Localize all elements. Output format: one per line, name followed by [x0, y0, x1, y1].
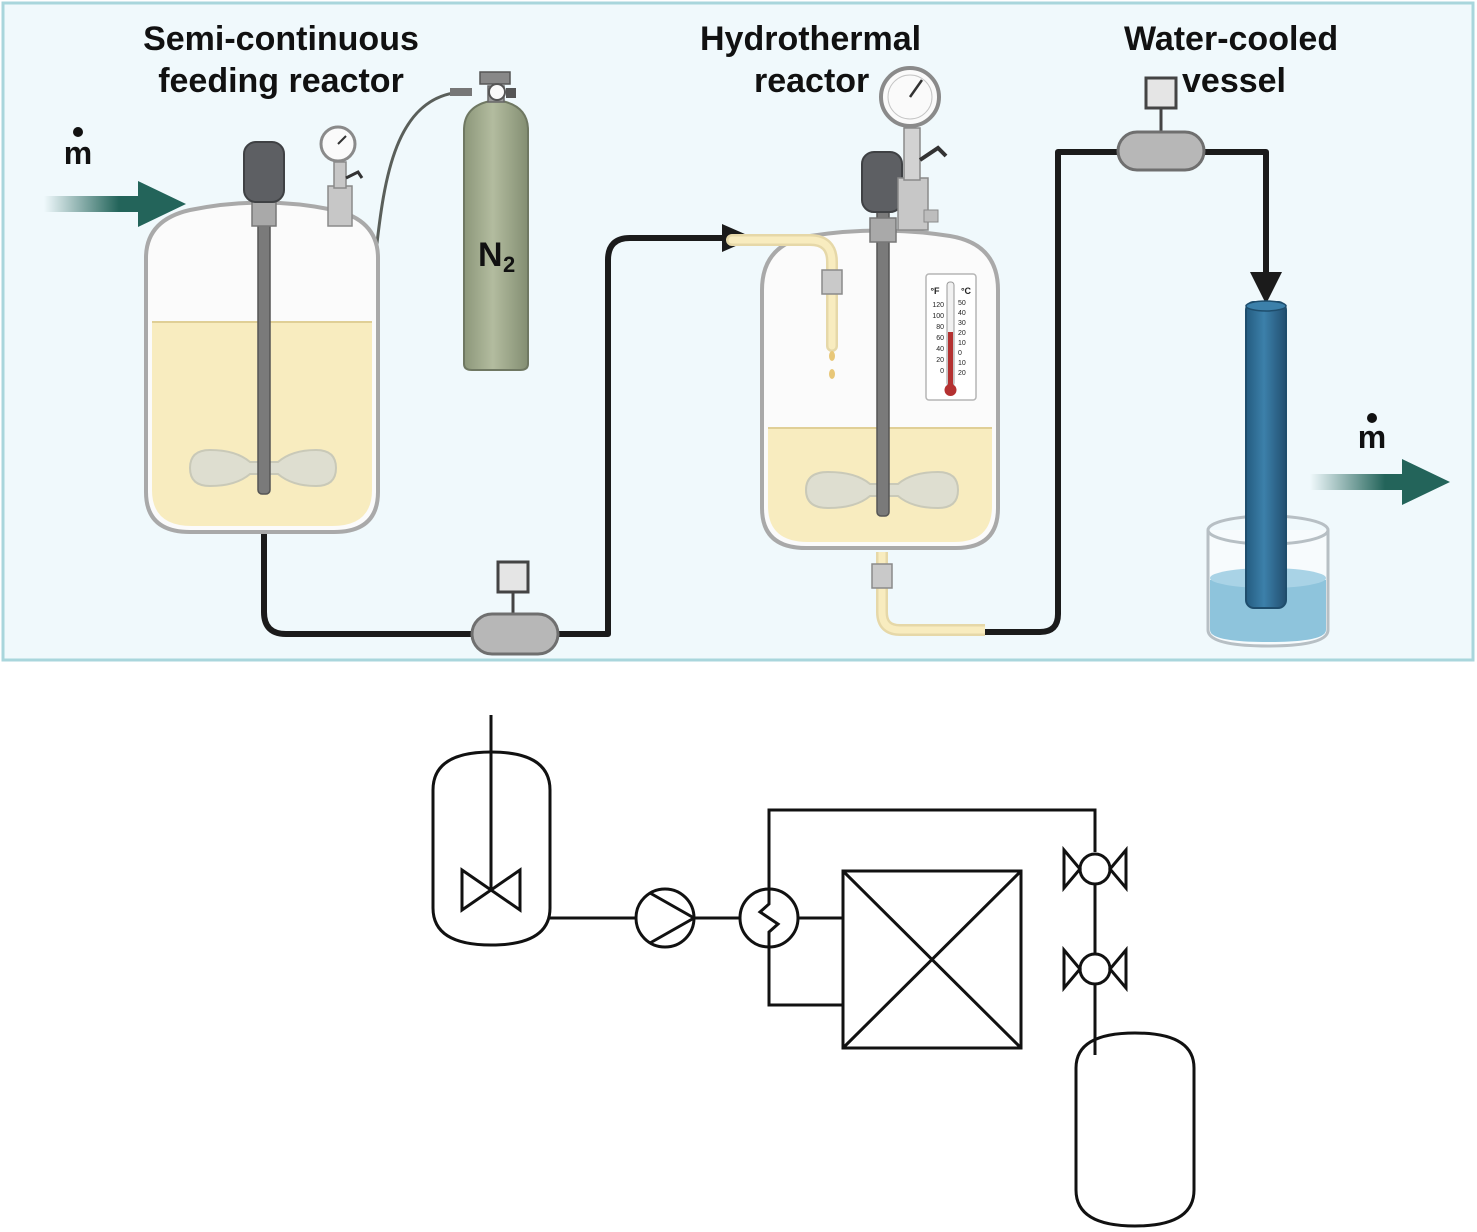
water-cooled-vessel-label-line2: vessel: [1182, 62, 1286, 100]
thermometer-f-tick: 120: [932, 302, 944, 309]
mass-flow-inlet-arrow: [44, 181, 186, 227]
thermometer-f-tick: 60: [936, 335, 944, 342]
schematic-heat-exchanger: [738, 887, 800, 949]
gas-hose: [374, 90, 463, 253]
mass-flow-inlet-dot: [73, 127, 83, 137]
thermometer-c-tick: 0: [958, 350, 962, 357]
hydrothermal-motor: [861, 151, 903, 213]
pipework: [261, 149, 1269, 637]
feeding-reactor: [144, 125, 380, 534]
thermometer: °F °C 120 100 80 60 40 20 0 50 40 30 20 …: [925, 273, 977, 401]
cylinder-regulator-gauge: [488, 83, 506, 101]
water-cooled-vessel: [1206, 300, 1330, 648]
water-cooled-vessel-label-line1: Water-cooled: [1124, 20, 1339, 58]
feed-pump: [470, 560, 560, 656]
hydrothermal-reactor-label-line2: reactor: [754, 62, 870, 100]
gas-symbol: N: [478, 236, 503, 274]
thermometer-f-tick: 0: [940, 368, 944, 375]
thermometer-c-label: °C: [961, 286, 972, 296]
thermometer-f-label: °F: [930, 286, 940, 296]
thermometer-c-tick: 40: [958, 310, 966, 317]
process-illustration: m N 2: [1, 1, 1475, 662]
hydrothermal-reactor-label: Hydrothermal reactor: [682, 18, 944, 102]
thermometer-f-tick: 40: [936, 346, 944, 353]
thermometer-c-tick: 10: [958, 360, 966, 367]
schematic-valve-2: [1078, 952, 1112, 986]
gas-subscript: 2: [503, 252, 515, 277]
thermometer-f-tick: 80: [936, 324, 944, 331]
feeding-reactor-label-line2: feeding reactor: [158, 62, 404, 100]
thermometer-c-tick: 30: [958, 320, 966, 327]
outlet-pump: [1116, 76, 1206, 172]
water-cooled-vessel-label: Water-cooled vessel: [1110, 18, 1360, 102]
schematic-agitator-blades: [460, 867, 522, 913]
flow-arrowhead-column: [1250, 272, 1282, 304]
feeding-reactor-label: Semi-continuous feeding reactor: [120, 18, 442, 102]
mass-flow-outlet-label: m: [1358, 419, 1386, 455]
thermometer-c-tick: 20: [958, 330, 966, 337]
cooling-column: [1245, 301, 1287, 609]
feeding-reactor-label-line1: Semi-continuous: [143, 20, 419, 58]
hydrothermal-reactor-label-line1: Hydrothermal: [700, 20, 922, 58]
mass-flow-outlet-arrow: [1310, 459, 1450, 505]
thermometer-f-tick: 20: [936, 357, 944, 364]
nitrogen-cylinder: N 2: [450, 71, 529, 371]
schematic-stirred-tank: [431, 750, 552, 947]
schematic-receiver-vessel: [1074, 1031, 1196, 1228]
thermometer-f-tick: 100: [932, 313, 944, 320]
schematic-reactor: [841, 869, 1023, 1050]
feeding-motor: [243, 141, 285, 203]
mass-flow-outlet-dot: [1367, 413, 1377, 423]
thermometer-c-tick: 10: [958, 340, 966, 347]
thermometer-c-tick: 50: [958, 300, 966, 307]
mass-flow-inlet-label: m: [64, 135, 92, 171]
schematic-valve-1: [1078, 852, 1112, 886]
thermometer-c-tick: 20: [958, 370, 966, 377]
schematic-pump: [634, 887, 696, 949]
